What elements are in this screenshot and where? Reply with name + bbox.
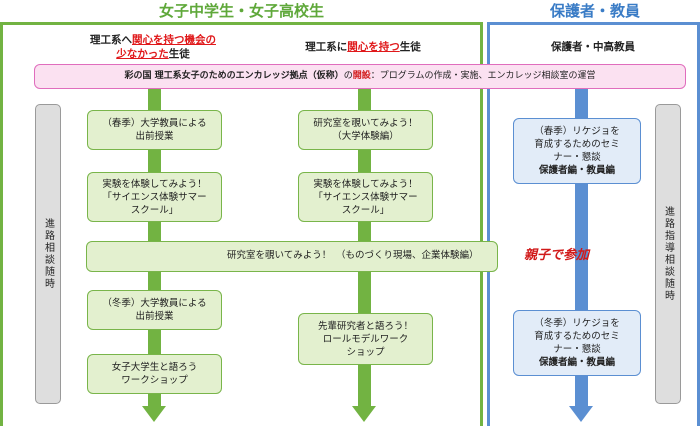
joint-lab-visit-text: 研究室を覗いてみよう！ （ものづくり現場、企業体験編）	[227, 250, 479, 261]
program-line: （冬季）大学教員による	[102, 298, 207, 309]
program-line: スクール」	[130, 204, 179, 216]
banner-description: ：プログラムの作成・実施、エンカレッジ相談室の運営	[370, 71, 596, 81]
seminar-line: ナー・懇談	[553, 152, 601, 163]
banner-particle: の	[343, 71, 353, 81]
column-heading-interested: 理工系に関心を持つ生徒	[288, 40, 438, 54]
heading-text: 理工系に	[305, 41, 348, 53]
program-line: 「サイエンス体験サマー	[102, 191, 207, 203]
column-heading-guardians: 保護者・中高教員	[551, 41, 635, 53]
heading-text: 生徒	[168, 48, 190, 60]
arrow-head-col3	[569, 406, 593, 422]
seminar-box: （冬季）リケジョを 育成するためのセミ ナー・懇談 保護者編・教員編	[513, 310, 641, 376]
seminar-line: 育成するためのセミ	[534, 139, 620, 150]
program-line: スクール」	[341, 204, 390, 216]
side-label-guidance-consult: 進路指導相談随時	[655, 104, 681, 404]
program-box: 実験を体験してみよう！ 「サイエンス体験サマー スクール」	[298, 172, 433, 222]
arrow-head-col1	[142, 406, 166, 422]
program-line: 研究室を覗いてみよう！	[313, 118, 418, 129]
joint-lab-visit-box: 研究室を覗いてみよう！ （ものづくり現場、企業体験編） 親子で参加	[86, 241, 589, 272]
guardians-frame	[487, 22, 700, 426]
seminar-line: （冬季）リケジョを	[534, 318, 620, 329]
program-line: 「サイエンス体験サマー	[313, 191, 418, 203]
encourage-hub-banner: 彩の国 理工系女子のためのエンカレッジ拠点（仮称）の開設：プログラムの作成・実施…	[34, 64, 686, 89]
banner-hub-name: 彩の国 理工系女子のためのエンカレッジ拠点（仮称）	[124, 71, 344, 81]
program-line: （春季）大学教員による	[102, 118, 207, 129]
program-line: 先輩研究者と語ろう！	[317, 320, 413, 332]
guardians-header: 保護者・教員	[549, 2, 640, 20]
arrow-head-col2	[352, 406, 376, 422]
program-box: 研究室を覗いてみよう！ （大学体験編）	[298, 110, 433, 150]
seminar-line: 育成するためのセミ	[534, 331, 620, 342]
heading-text: 理工系へ	[90, 34, 132, 46]
program-line: ショップ	[346, 346, 385, 358]
program-box: （春季）大学教員による 出前授業	[87, 110, 222, 150]
program-box: （冬季）大学教員による 出前授業	[87, 290, 222, 330]
students-frame	[0, 22, 483, 426]
heading-emphasis: 関心を持つ機会の	[132, 34, 216, 46]
program-line: 出前授業	[135, 131, 174, 142]
program-line: 女子大学生と語ろう	[111, 362, 198, 373]
seminar-audience: 保護者編・教員編	[538, 357, 615, 368]
program-line: ロールモデルワーク	[322, 333, 409, 345]
heading-emphasis: 関心を持つ	[347, 41, 400, 53]
heading-emphasis: 少なかった	[116, 48, 169, 60]
program-line: ワークショップ	[121, 375, 188, 386]
seminar-line: （春季）リケジョを	[534, 126, 620, 137]
program-line: （大学体験編）	[332, 131, 399, 142]
program-line: 実験を体験してみよう！	[313, 178, 418, 190]
heading-text: 生徒	[399, 41, 421, 53]
seminar-box: （春季）リケジョを 育成するためのセミ ナー・懇談 保護者編・教員編	[513, 118, 641, 184]
program-box: 女子大学生と語ろう ワークショップ	[87, 354, 222, 394]
seminar-audience: 保護者編・教員編	[538, 165, 615, 176]
program-box: 先輩研究者と語ろう！ ロールモデルワーク ショップ	[298, 313, 433, 365]
banner-open: 開設	[352, 71, 371, 81]
parent-participation-label: 親子で参加	[524, 248, 590, 263]
side-label-career-consult: 進路相談随時	[35, 104, 61, 404]
program-line: 出前授業	[135, 311, 174, 322]
seminar-line: ナー・懇談	[553, 344, 601, 355]
column-heading-low-interest: 理工系へ関心を持つ機会の 少なかった生徒	[68, 33, 238, 61]
students-header: 女子中学生・女子高校生	[0, 0, 483, 22]
program-box: 実験を体験してみよう！ 「サイエンス体験サマー スクール」	[87, 172, 222, 222]
program-line: 実験を体験してみよう！	[102, 178, 207, 190]
